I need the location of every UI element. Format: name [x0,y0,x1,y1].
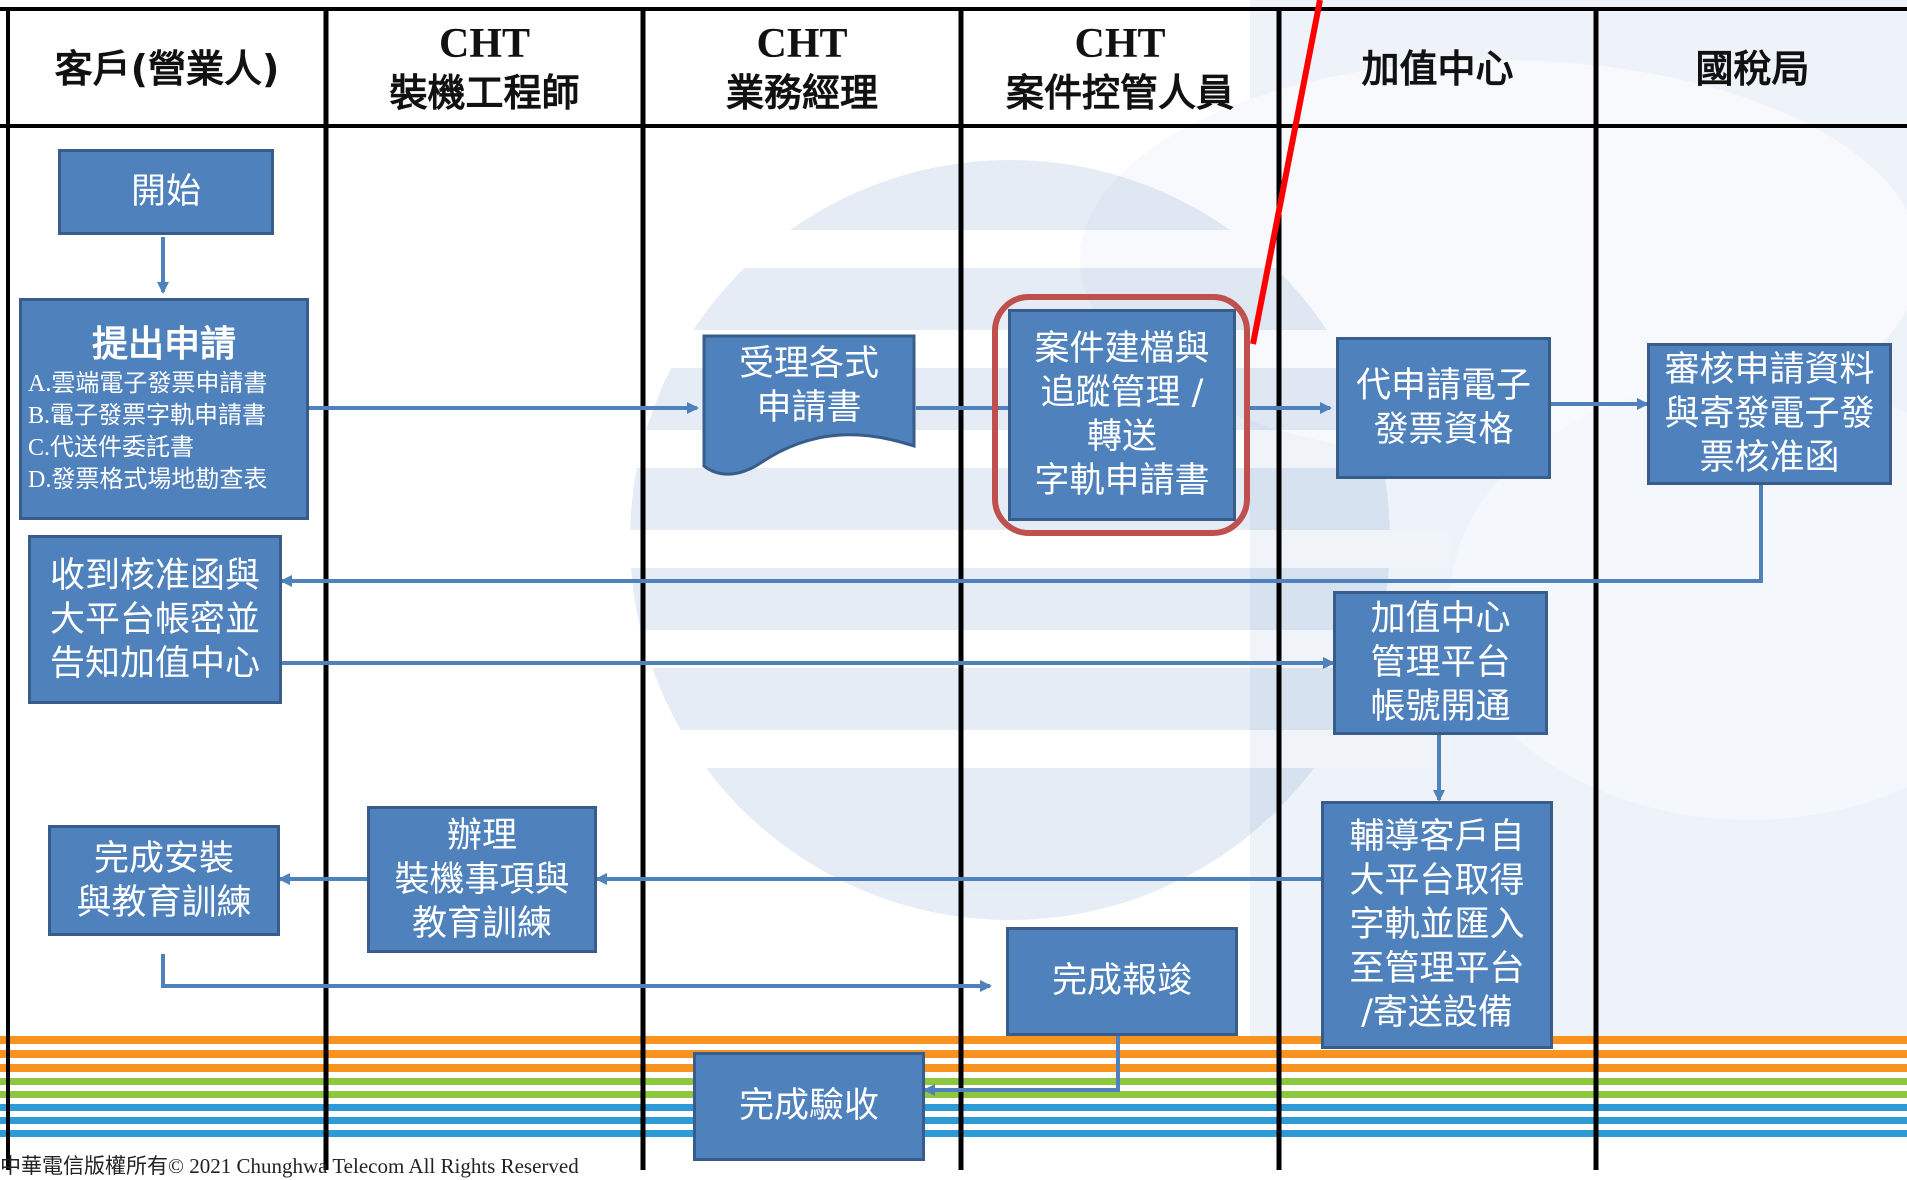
step-install-training: 辦理 裝機事項與 教育訓練 [367,806,597,953]
bottom-stripes [0,1036,1907,1137]
lane-org: CHT [756,21,848,67]
step-item: C.代送件委託書 [28,435,195,461]
lane-name: 案件控管人員 [1005,71,1234,115]
step-line: 追蹤管理 / [1040,373,1204,413]
arrow-review-to-receive [280,485,1763,587]
step-line: 轉送 [1086,417,1157,457]
document-shape [702,334,916,476]
step-line: 輔導客戶自 [1349,817,1525,857]
step-item: B.電子發票字軌申請書 [28,403,267,429]
step-item: D.發票格式場地勘查表 [28,467,268,493]
step-line: 發票資格 [1373,410,1514,450]
step-line: 完成安裝 [93,838,234,879]
lane-org: CHT [1074,21,1166,67]
step-tax-review: 審核申請資料 與寄發電子發 票核准函 [1647,343,1892,485]
step-report-complete: 完成報竣 [1006,927,1238,1036]
step-line: 與教育訓練 [76,882,252,923]
lane-header-sales-manager: CHT 業務經理 [645,12,959,126]
step-install-complete: 完成安裝 與教育訓練 [48,825,280,936]
step-line: 代申請電子 [1355,366,1531,406]
arrow-done-to-report [161,954,992,992]
lane-header-installer: CHT 裝機工程師 [328,12,641,126]
copyright-footer: 中華電信版權所有© 2021 Chunghwa Telecom All Righ… [0,1154,579,1178]
step-line: 票核准函 [1699,438,1840,478]
cloud-shape [1450,380,1907,820]
lane-header-tax-bureau: 國稅局 [1598,12,1907,126]
lane-header-case-controller: CHT 案件控管人員 [963,12,1277,126]
step-guide-customer: 輔導客戶自 大平台取得 字軌並匯入 至管理平台 /寄送設備 [1321,801,1553,1049]
step-submit-application: 提出申請 A.雲端電子發票申請書 B.電子發票字軌申請書 C.代送件委託書 D.… [19,298,309,520]
step-label: 完成報竣 [1051,961,1192,1001]
step-line: 大平台帳密並 [49,599,260,640]
step-line: 教育訓練 [411,903,552,944]
step-line: 管理平台 [1370,643,1511,683]
step-line: 大平台取得 [1349,861,1525,901]
arrow-report-to-acceptance [923,1036,1120,1096]
lane-name: 裝機工程師 [389,71,580,115]
step-start: 開始 [58,149,274,235]
step-line: 辦理 [446,815,517,856]
step-acceptance-complete: 完成驗收 [693,1052,925,1161]
step-line: 與寄發電子發 [1664,394,1875,434]
connectors [157,237,1763,1096]
step-line: 裝機事項與 [394,859,570,900]
step-line: 案件建檔與 [1034,329,1210,369]
step-line: 字軌申請書 [1034,461,1210,501]
lane-header-customer: 客戶(營業人) [10,12,324,126]
lane-org: CHT [438,21,530,67]
lane-name: 加值中心 [1361,47,1514,91]
step-item: A.雲端電子發票申請書 [28,371,268,397]
step-label: 完成驗收 [738,1086,879,1126]
step-line: 受理各式 [738,344,879,384]
step-line: 加值中心 [1370,599,1511,639]
step-line: 字軌並匯入 [1349,905,1525,945]
lane-name: 國稅局 [1695,47,1810,91]
step-label: 開始 [130,171,201,212]
swimlane-grid [0,7,1907,1170]
pointer-line [1250,0,1323,345]
highlight-ring [992,294,1250,536]
step-line: 申請書 [756,388,862,428]
step-line: 帳號開通 [1370,687,1511,727]
step-title: 提出申請 [91,324,236,365]
step-case-filing: 案件建檔與 追蹤管理 / 轉送 字軌申請書 [1008,309,1236,521]
step-platform-account: 加值中心 管理平台 帳號開通 [1333,591,1548,735]
step-proxy-apply: 代申請電子 發票資格 [1336,337,1551,479]
step-accept-forms: 受理各式 申請書 [702,334,916,482]
lane-header-value-center: 加值中心 [1281,12,1594,126]
step-line: 至管理平台 [1349,949,1525,989]
lane-name: 客戶(營業人) [54,47,280,91]
step-line: 審核申請資料 [1664,350,1875,390]
step-line: /寄送設備 [1361,993,1513,1033]
step-line: 收到核准函與 [49,555,260,596]
lane-name: 業務經理 [725,71,878,115]
step-receive-approval: 收到核准函與 大平台帳密並 告知加值中心 [28,535,282,704]
step-line: 告知加值中心 [49,643,260,684]
